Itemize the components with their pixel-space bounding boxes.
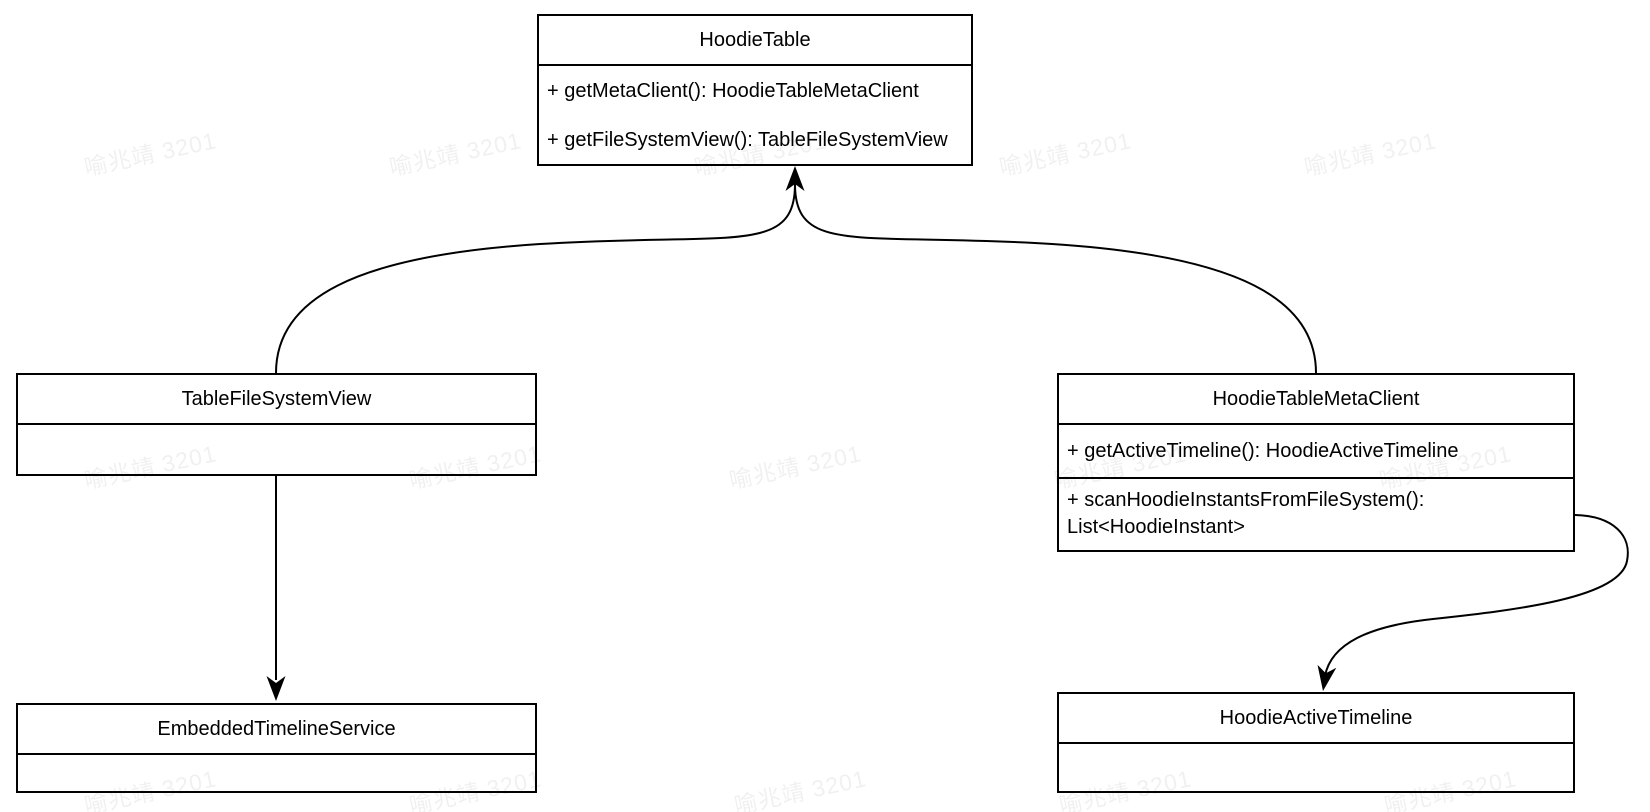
class-hoodietablemetaclient-method-scanhoodieinstants: + scanHoodieInstantsFromFileSystem(): Li… [1067,489,1425,538]
class-hoodietable-method-getfilesystemview: + getFileSystemView(): TableFileSystemVi… [547,128,948,151]
class-hoodietable: HoodieTable + getMetaClient(): HoodieTab… [537,14,973,166]
class-hoodietablemetaclient-title: HoodieTableMetaClient [1059,375,1573,425]
edge-hoodietablemetaclient-to-hoodieactivetimeline [1324,514,1629,677]
class-hoodieactivetimeline-title: HoodieActiveTimeline [1059,694,1573,744]
class-hoodietable-method-getmetaclient: + getMetaClient(): HoodieTableMetaClient [547,79,919,102]
arrowhead-up-hoodietable [785,166,805,191]
class-embeddedtimelineservice-title: EmbeddedTimelineService [18,705,535,755]
edge-tablefilesystemview-to-hoodietable [275,183,796,374]
class-hoodietablemetaclient: HoodieTableMetaClient + getActiveTimelin… [1057,373,1575,552]
edge-hoodietablemetaclient-to-hoodietable [794,183,1317,374]
class-tablefilesystemview-title: TableFileSystemView [18,375,535,425]
class-tablefilesystemview: TableFileSystemView [16,373,537,476]
arrowhead-down-hoodieactivetimeline [1317,664,1337,691]
class-hoodietablemetaclient-method-getactivetimeline: + getActiveTimeline(): HoodieActiveTimel… [1059,425,1573,479]
class-embeddedtimelineservice: EmbeddedTimelineService [16,703,537,793]
class-hoodieactivetimeline: HoodieActiveTimeline [1057,692,1575,793]
arrowhead-down-embeddedtimelineservice [266,676,286,701]
class-hoodietable-title: HoodieTable [539,16,971,66]
